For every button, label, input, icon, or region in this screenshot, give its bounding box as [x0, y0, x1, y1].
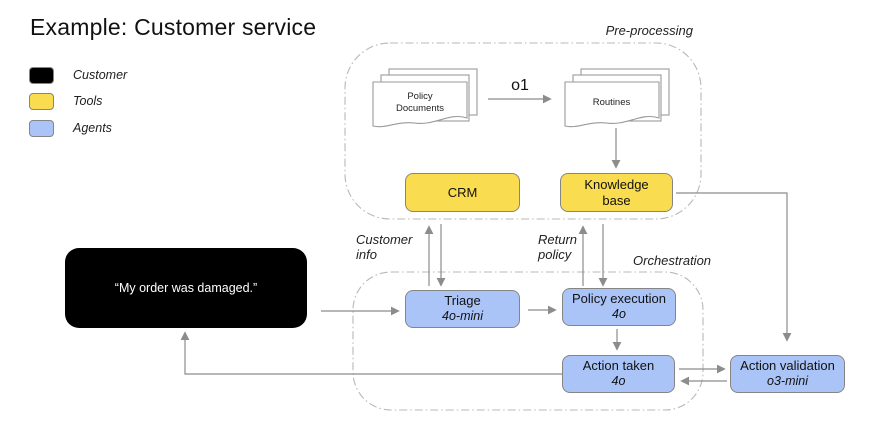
policy-documents-label: Policy Documents	[395, 90, 445, 114]
return-policy-edge-label: Return policy	[538, 232, 578, 263]
triage-node-label: Triage	[444, 293, 481, 309]
action-validation-node-model: o3-mini	[767, 374, 808, 389]
tools-swatch-icon	[29, 92, 54, 110]
page-title: Example: Customer service	[30, 14, 317, 40]
legend-item-tools: Tools	[29, 92, 102, 110]
triage-node-model: 4o-mini	[442, 309, 483, 324]
action-taken-node: Action taken 4o	[562, 355, 675, 393]
preprocessing-section-label: Pre-processing	[605, 23, 693, 38]
edge-actiontaken-to-customer	[180, 331, 562, 375]
orchestration-section-label: Orchestration	[633, 253, 712, 268]
routines-label: Routines	[592, 96, 631, 108]
policy-documents-icon	[372, 68, 478, 128]
action-taken-node-model: 4o	[611, 374, 626, 389]
legend-label: Customer	[73, 68, 128, 82]
triage-node: Triage 4o-mini	[405, 290, 520, 328]
legend-label: Agents	[73, 121, 112, 135]
customer-info-edge-label: Customer info	[356, 232, 413, 263]
knowledge-base-node-label: Knowledge base	[584, 176, 649, 208]
legend-label: Tools	[73, 94, 103, 108]
edge-knowledgebase-to-actionvalidation	[676, 192, 792, 342]
crm-node-label: CRM	[447, 184, 478, 200]
agents-swatch-icon	[29, 119, 54, 137]
policy-execution-node-model: 4o	[612, 307, 626, 322]
preprocessing-container	[344, 42, 702, 220]
policy-execution-node-label: Policy execution	[572, 291, 666, 307]
legend-item-customer: Customer	[29, 66, 127, 84]
legend-item-agents: Agents	[29, 119, 112, 137]
knowledge-base-node: Knowledge base	[560, 173, 673, 212]
customer-swatch-icon	[29, 66, 54, 84]
action-validation-node-label: Action validation	[740, 358, 835, 374]
customer-message-box: “My order was damaged.”	[65, 248, 307, 328]
policy-execution-node: Policy execution 4o	[562, 288, 676, 326]
o1-edge-label: o1	[511, 77, 529, 94]
orchestration-container	[352, 271, 704, 411]
crm-node: CRM	[405, 173, 520, 212]
action-validation-node: Action validation o3-mini	[730, 355, 845, 393]
action-taken-node-label: Action taken	[582, 358, 655, 374]
customer-message-text: “My order was damaged.”	[114, 281, 258, 295]
routines-icon	[564, 68, 670, 128]
